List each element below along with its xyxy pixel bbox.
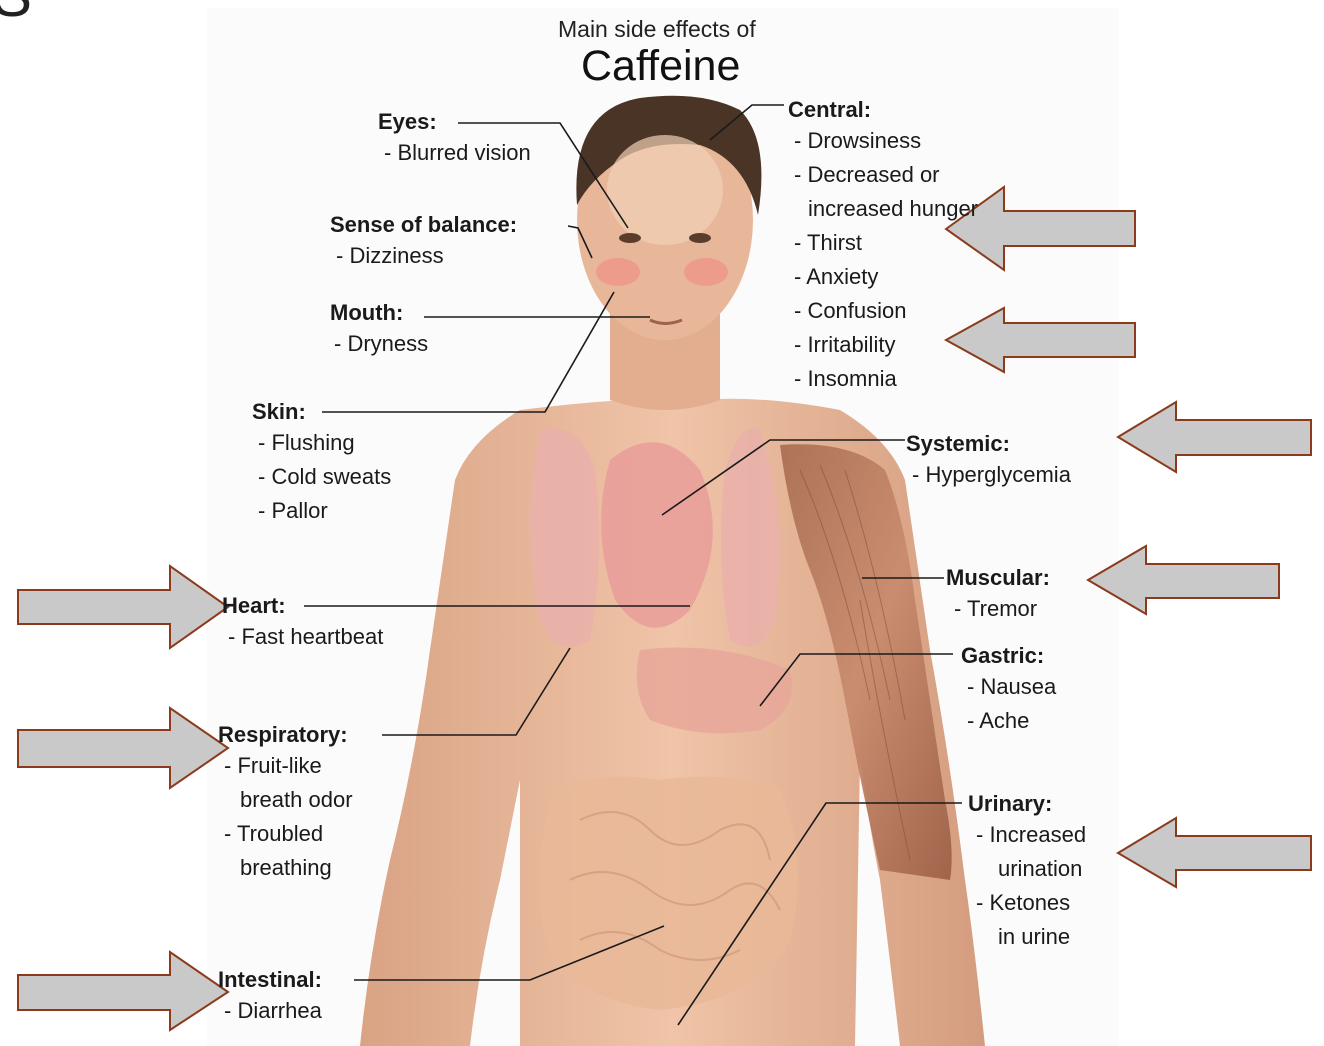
group-heading: Urinary: — [968, 790, 1086, 818]
group-item: - Ache — [961, 704, 1056, 738]
arrow-left-urinary — [1118, 818, 1311, 887]
group-item: - Decreased or — [788, 158, 978, 192]
group-heading: Systemic: — [906, 430, 1071, 458]
group-muscular: Muscular: - Tremor — [946, 564, 1050, 626]
group-mouth: Mouth: - Dryness — [330, 299, 428, 361]
arrow-right-heart — [18, 566, 228, 648]
group-gastric: Gastric: - Nausea - Ache — [961, 642, 1056, 738]
group-item: - Ketones — [968, 886, 1086, 920]
group-item: - Fast heartbeat — [222, 620, 383, 654]
head — [576, 96, 761, 340]
group-respiratory: Respiratory: - Fruit-like breath odor - … — [218, 721, 353, 885]
group-item: breathing — [218, 851, 353, 885]
group-heading: Intestinal: — [218, 966, 322, 994]
group-balance: Sense of balance: - Dizziness — [330, 211, 517, 273]
title-line2: Caffeine — [581, 42, 740, 91]
group-heading: Sense of balance: — [330, 211, 517, 239]
group-item: - Cold sweats — [252, 460, 391, 494]
arrow-right-respiratory — [18, 708, 228, 788]
group-item: - Hyperglycemia — [906, 458, 1071, 492]
group-item: increased hunger — [788, 192, 978, 226]
group-systemic: Systemic: - Hyperglycemia — [906, 430, 1071, 492]
group-central: Central: - Drowsiness - Decreased or inc… — [788, 96, 978, 396]
arrow-right-intestinal — [18, 952, 228, 1030]
group-item: - Drowsiness — [788, 124, 978, 158]
group-heading: Skin: — [252, 398, 391, 426]
group-heading: Respiratory: — [218, 721, 353, 749]
group-item: - Irritability — [788, 328, 978, 362]
group-eyes: Eyes: - Blurred vision — [378, 108, 531, 170]
group-heading: Eyes: — [378, 108, 531, 136]
group-heading: Heart: — [222, 592, 383, 620]
arrow-left-systemic — [1118, 402, 1311, 472]
group-item: - Flushing — [252, 426, 391, 460]
group-item: - Fruit-like — [218, 749, 353, 783]
group-item: breath odor — [218, 783, 353, 817]
group-item: - Diarrhea — [218, 994, 322, 1028]
group-item: urination — [968, 852, 1086, 886]
group-item: - Increased — [968, 818, 1086, 852]
group-item: - Insomnia — [788, 362, 978, 396]
group-heading: Muscular: — [946, 564, 1050, 592]
arrow-left-muscular — [1088, 546, 1279, 614]
group-item: - Nausea — [961, 670, 1056, 704]
title-line1: Main side effects of — [558, 16, 756, 43]
group-intestinal: Intestinal: - Diarrhea — [218, 966, 322, 1028]
group-heading: Mouth: — [330, 299, 428, 327]
group-heading: Gastric: — [961, 642, 1056, 670]
group-item: - Tremor — [946, 592, 1050, 626]
group-item: - Thirst — [788, 226, 978, 260]
group-item: - Confusion — [788, 294, 978, 328]
group-item: in urine — [968, 920, 1086, 954]
group-item: - Blurred vision — [378, 136, 531, 170]
group-heading: Central: — [788, 96, 978, 124]
group-heart: Heart: - Fast heartbeat — [222, 592, 383, 654]
group-item: - Pallor — [252, 494, 391, 528]
group-item: - Troubled — [218, 817, 353, 851]
group-item: - Dryness — [330, 327, 428, 361]
group-urinary: Urinary: - Increased urination - Ketones… — [968, 790, 1086, 954]
group-skin: Skin: - Flushing - Cold sweats - Pallor — [252, 398, 391, 528]
group-item: - Anxiety — [788, 260, 978, 294]
group-item: - Dizziness — [330, 239, 517, 273]
